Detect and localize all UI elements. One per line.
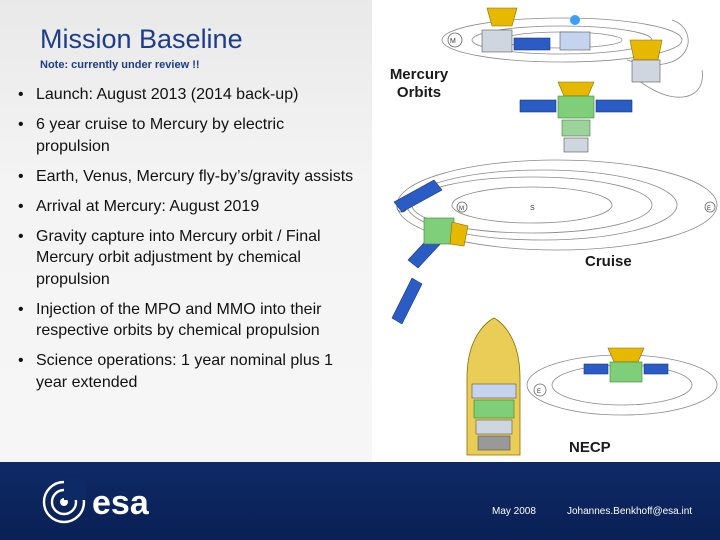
sun-marker-label: S [530, 205, 535, 212]
footer-bar [0, 462, 720, 540]
bullet-capture: •Gravity capture into Mercury orbit / Fi… [18, 227, 321, 288]
bullet-science: •Science operations: 1 year nominal plus… [18, 352, 334, 391]
spacecraft-orbit-2-icon [629, 39, 663, 83]
slide-subtitle: Note: currently under review !! [40, 59, 200, 71]
bullet-arrival: •Arrival at Mercury: August 2019 [18, 197, 260, 215]
esa-logo: esa [42, 478, 150, 524]
spacecraft-cruise-icon [391, 179, 469, 325]
mercury-marker-label: M [450, 38, 456, 45]
launcher-fairing-icon [466, 317, 521, 456]
content-panel [0, 0, 372, 462]
bullet-flybys: •Earth, Venus, Mercury fly-by’s/gravity … [18, 167, 354, 185]
label-cruise: Cruise [585, 253, 632, 270]
bullet-launch: •Launch: August 2013 (2014 back-up) [18, 86, 299, 103]
mission-illustration: M V M S E E [391, 7, 718, 456]
spacecraft-stack-icon [519, 81, 633, 153]
bullet-cruise: •6 year cruise to Mercury by electric pr… [18, 116, 285, 155]
mercury-marker [447, 32, 463, 48]
label-necp: NECP [569, 439, 611, 456]
spacecraft-necp-icon [583, 347, 669, 383]
mercury-cruise-marker-label: M [459, 206, 464, 212]
bullet-injection: •Injection of the MPO and MMO into their… [18, 300, 322, 340]
label-mercury-orbits: Mercury Orbits [389, 66, 449, 101]
footer-date: May 2008 [492, 506, 536, 517]
spacecraft-mpo-icon [481, 7, 551, 53]
mercury-cruise-marker [456, 201, 468, 213]
earth-marker [704, 201, 716, 213]
esa-logo-mark-icon [42, 478, 86, 524]
earth-marker-label: E [707, 206, 711, 212]
esa-logo-text: esa [92, 484, 150, 522]
slide-title: Mission Baseline [40, 24, 243, 54]
bullet-list: •Launch: August 2013 (2014 back-up) •6 y… [18, 84, 358, 402]
footer-email: Johannes.Benkhoff@esa.int [567, 506, 693, 517]
earth-necp-marker [533, 383, 547, 397]
earth-necp-marker-label: E [537, 389, 541, 395]
spacecraft-mmo-icon [559, 15, 591, 51]
